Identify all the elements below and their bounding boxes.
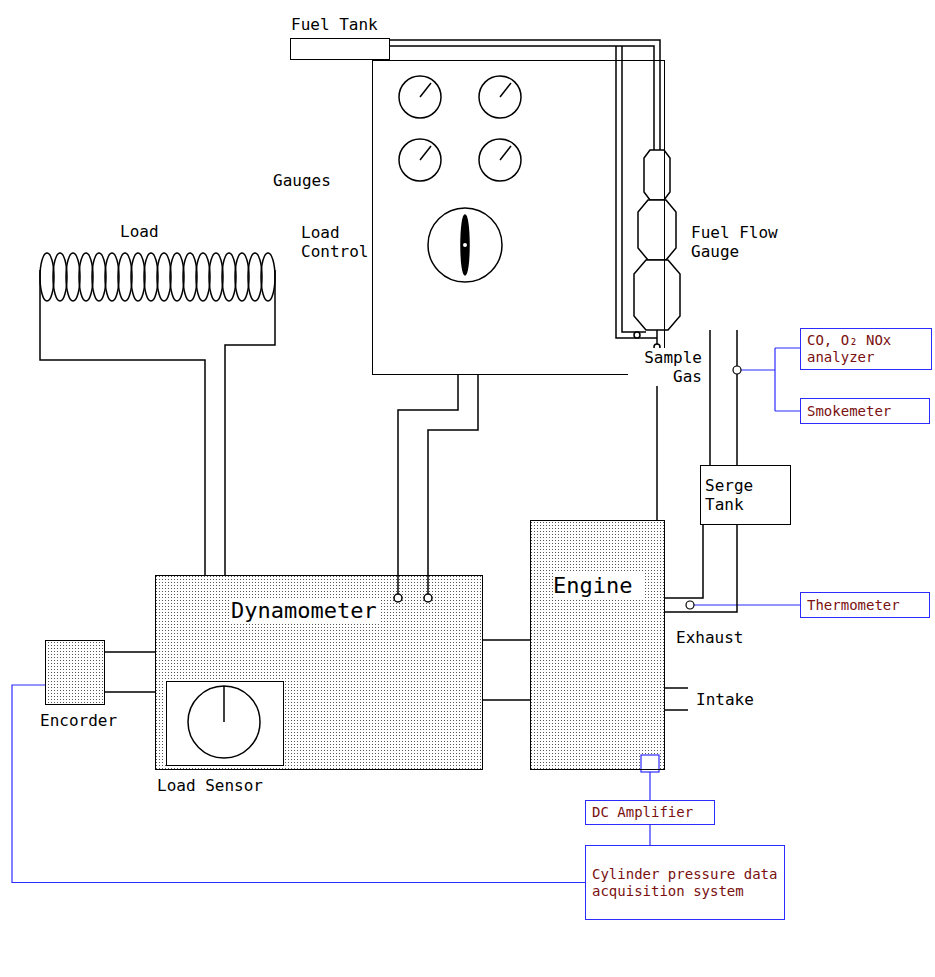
coil-loop bbox=[183, 253, 197, 301]
connector bbox=[12, 685, 585, 883]
connector bbox=[649, 772, 650, 800]
load-resistor: Load bbox=[35, 248, 280, 362]
load-control-dial bbox=[428, 208, 502, 282]
tank-box: Fuel Tank bbox=[290, 38, 390, 60]
coil-loop bbox=[248, 253, 262, 301]
coil-loop bbox=[79, 253, 93, 301]
connector bbox=[665, 525, 737, 612]
connector bbox=[205, 362, 225, 575]
coil-loop bbox=[118, 253, 132, 301]
coil-loop bbox=[196, 253, 210, 301]
gauge-needle bbox=[420, 83, 431, 97]
engine-fill bbox=[530, 520, 665, 770]
coil-loop bbox=[235, 253, 249, 301]
terminal bbox=[424, 594, 432, 602]
instrument-box: Smokemeter bbox=[800, 398, 930, 424]
engine: Engine bbox=[530, 520, 665, 770]
encoder: Encorder bbox=[45, 640, 105, 705]
node-label: Encorder bbox=[40, 711, 120, 730]
gauge bbox=[399, 139, 441, 181]
node-label: Serge Tank bbox=[705, 476, 786, 514]
coil-loop bbox=[92, 253, 106, 301]
part-label: Intake bbox=[696, 690, 766, 709]
amplifier-box: DC Amplifier bbox=[585, 800, 715, 825]
node-label: Load Sensor bbox=[157, 776, 287, 795]
load-frame bbox=[40, 270, 205, 362]
connector bbox=[105, 652, 155, 692]
coil-loop bbox=[53, 253, 67, 301]
load-sensor: Load Sensor bbox=[166, 681, 284, 766]
load-frame bbox=[225, 270, 275, 362]
flow-bulb bbox=[644, 150, 670, 200]
coil-loop bbox=[40, 253, 54, 301]
coil-loop bbox=[105, 253, 119, 301]
control-knob bbox=[461, 215, 469, 275]
node-label: Gauges bbox=[273, 171, 343, 190]
flow-bulb bbox=[638, 200, 676, 260]
sample-port bbox=[733, 366, 741, 374]
valve bbox=[634, 332, 640, 338]
dynamometer-fill bbox=[155, 575, 483, 770]
gauge-needle bbox=[500, 146, 511, 160]
load-coil bbox=[40, 253, 275, 301]
exhaust-stack bbox=[736, 330, 738, 465]
intake-pipe bbox=[665, 687, 688, 689]
node-label: CO, O₂ NOx analyzer bbox=[807, 332, 925, 366]
gauge bbox=[479, 76, 521, 118]
node-label: Thermometer bbox=[807, 597, 900, 614]
intake-pipe bbox=[665, 709, 688, 711]
control-panel: GaugesLoad ControlFuel Flow Gauge bbox=[372, 60, 665, 375]
analyzer-box: CO, O₂ NOx analyzer bbox=[800, 328, 932, 370]
sensor-window bbox=[165, 680, 283, 765]
node-label: Fuel Flow Gauge bbox=[691, 223, 783, 261]
thermo-port bbox=[686, 601, 694, 609]
coil-loop bbox=[131, 253, 145, 301]
node-label: Fuel Tank bbox=[291, 15, 391, 34]
connector bbox=[649, 825, 650, 845]
coil-loop bbox=[144, 253, 158, 301]
gauge bbox=[399, 76, 441, 118]
gauge-needle bbox=[420, 146, 431, 160]
dial-needle bbox=[223, 686, 225, 722]
dynamometer: DynamometerLoad Sensor bbox=[155, 575, 483, 770]
connector bbox=[398, 375, 478, 575]
encoder-fill bbox=[45, 640, 105, 705]
node-label: Load bbox=[120, 222, 180, 241]
part-label: Sample Gas bbox=[628, 348, 702, 386]
coil-loop bbox=[170, 253, 184, 301]
coil-loop bbox=[222, 253, 236, 301]
sample-line bbox=[741, 348, 800, 411]
part-label: Exhaust bbox=[676, 628, 756, 647]
load-dial bbox=[188, 686, 260, 758]
exhaust-stack bbox=[709, 330, 711, 465]
connector bbox=[656, 375, 658, 520]
node-label: Load Control bbox=[301, 223, 371, 261]
node-label: Engine bbox=[553, 573, 645, 599]
fuel-pipe bbox=[390, 46, 654, 150]
coil-loop bbox=[261, 253, 275, 301]
surge-tank: Serge Tank bbox=[700, 465, 791, 525]
coil-loop bbox=[157, 253, 171, 301]
thermo-line bbox=[694, 604, 800, 605]
node-label: Smokemeter bbox=[807, 403, 891, 420]
flow-bulb bbox=[634, 260, 680, 330]
terminal-wire bbox=[427, 575, 429, 594]
gauge bbox=[479, 139, 521, 181]
terminal bbox=[394, 594, 402, 602]
connector bbox=[483, 640, 530, 700]
coil-loop bbox=[209, 253, 223, 301]
knob-dot bbox=[463, 243, 467, 247]
terminal-wire bbox=[397, 575, 399, 594]
node-label: Dynamometer bbox=[231, 598, 381, 624]
gauge-needle bbox=[500, 83, 511, 97]
node-label: Cylinder pressure data acquisition syste… bbox=[592, 866, 778, 900]
coil-loop bbox=[66, 253, 80, 301]
daq-box: Cylinder pressure data acquisition syste… bbox=[585, 845, 785, 920]
instrument-box: Thermometer bbox=[800, 592, 930, 618]
node-label: DC Amplifier bbox=[592, 804, 693, 821]
fuel-pipe bbox=[390, 40, 660, 150]
